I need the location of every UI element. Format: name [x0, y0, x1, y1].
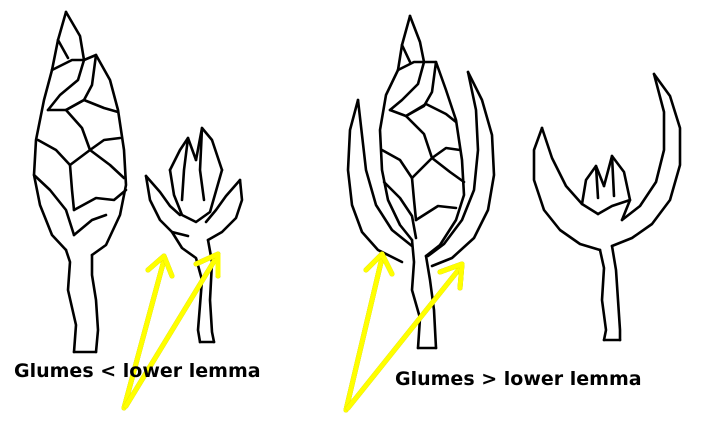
yellow-arrow-icon: [124, 256, 172, 408]
spikelet-left-small: [146, 128, 242, 342]
spikelet-right-large: [380, 16, 464, 348]
spikelet-right-small: [534, 74, 680, 340]
caption-left: Glumes < lower lemma: [14, 360, 261, 382]
glume-right-right-curve: [428, 72, 494, 266]
caption-right: Glumes > lower lemma: [395, 368, 642, 390]
spikelet-left-large: [34, 12, 126, 352]
yellow-arrow-icon: [346, 254, 392, 410]
